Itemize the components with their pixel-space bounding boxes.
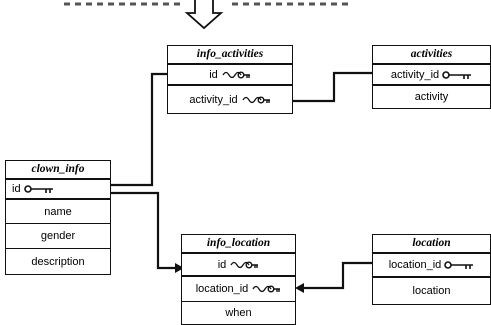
link-location-to-info-location [302, 261, 375, 290]
link-clown-to-info-activities [111, 72, 171, 187]
field-activity-id: activity_id [373, 65, 490, 86]
table-info-location: info_location id location_id when [181, 234, 296, 325]
field-description: description [31, 255, 85, 268]
chained-key-icon [251, 284, 281, 294]
field-location-id: location_id [182, 277, 295, 302]
field-id: id [6, 180, 110, 200]
table-title: info_location [182, 235, 295, 254]
table-title: info_activities [168, 46, 292, 65]
arrow-down-outline-icon [184, 0, 224, 30]
table-title: location [373, 235, 490, 254]
table-clown-info: clown_info id name gender description [5, 160, 111, 275]
field-id: id [168, 65, 292, 86]
field-activity-id: activity_id [168, 86, 292, 113]
chained-key-icon [241, 95, 271, 105]
chained-key-icon [229, 260, 259, 270]
table-title: activities [373, 46, 490, 65]
field-id: id [182, 254, 295, 277]
table-activities: activities activity_id activity [372, 45, 491, 109]
field-gender: gender [6, 224, 110, 249]
link-clown-to-info-location [111, 191, 177, 270]
field-location: location [412, 285, 451, 297]
chained-key-icon [221, 70, 251, 80]
field-location-id: location_id [373, 254, 490, 278]
field-name: name [6, 200, 110, 224]
field-activity: activity [414, 91, 449, 103]
table-location: location location_id location [372, 234, 491, 305]
key-icon [444, 260, 474, 270]
link-activities-to-info-activities [291, 71, 376, 103]
field-when: when [225, 307, 252, 319]
table-info-activities: info_activities id activity_id [167, 45, 293, 114]
key-icon [23, 184, 54, 194]
key-icon [442, 70, 472, 80]
table-title: clown_info [6, 161, 110, 180]
